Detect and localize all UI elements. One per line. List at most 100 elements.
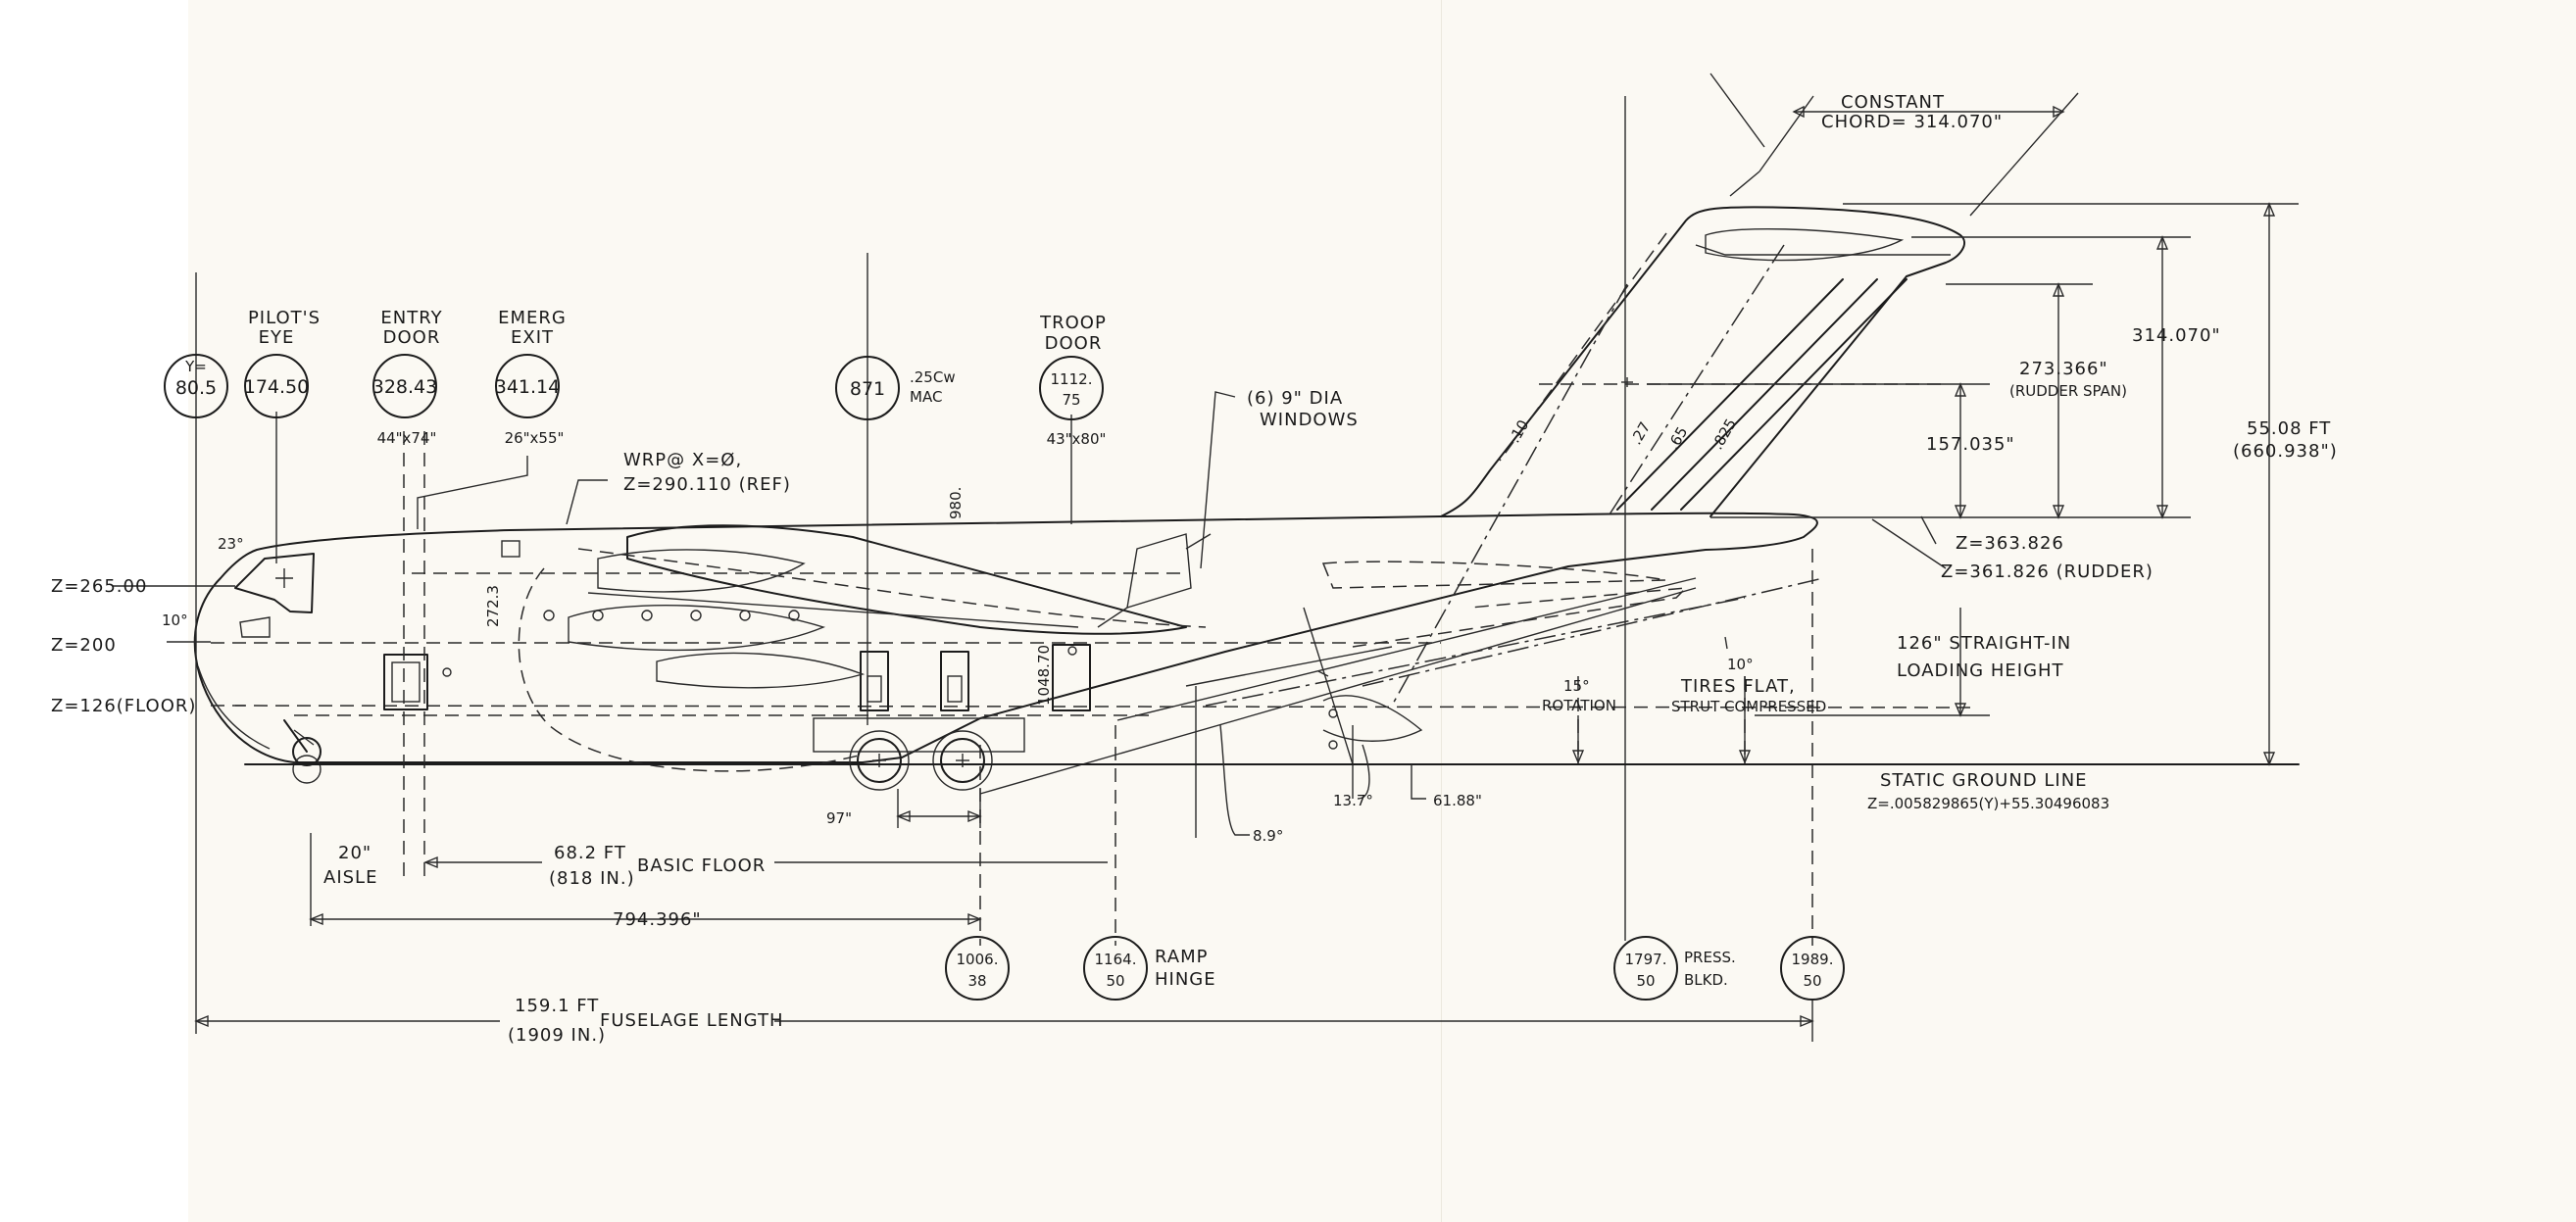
- bubble-troop-door: [1039, 356, 1104, 420]
- bubble-mac: [835, 356, 900, 420]
- height-label-2: (660.938"): [2233, 441, 2338, 462]
- emerg-exit-size: 26"x55": [505, 429, 565, 447]
- rotation-label: ROTATION: [1542, 697, 1616, 714]
- tail-fraction-27: .27: [1627, 418, 1655, 448]
- press-value-2: 50: [1636, 972, 1655, 990]
- fuselage-outline: [193, 512, 1818, 763]
- troop-doors: [501, 540, 1091, 711]
- station-tag-1048: 1048.70: [1035, 645, 1053, 706]
- height-dimensions: [1647, 202, 2299, 766]
- station-bubbles: [164, 354, 1845, 1001]
- z361-label: Z=361.826 (RUDDER): [1941, 562, 2154, 582]
- troop-door-title-1: TROOP: [1039, 313, 1107, 333]
- loading-label-1: 126" STRAIGHT-IN: [1897, 633, 2071, 654]
- entry-door-value: 328.43: [372, 376, 437, 398]
- bubble-pilot-eye: [244, 354, 309, 418]
- troop-door-value-1: 1112.: [1051, 370, 1093, 388]
- floor-dimensions: [194, 789, 1814, 1028]
- windows-label-2: WINDOWS: [1260, 410, 1359, 430]
- station-labels: Y= 80.5 PILOT'S EYE 174.50 ENTRY DOOR 32…: [175, 308, 1834, 990]
- bubble-ramp: [1083, 936, 1148, 1001]
- bubble-gear: [945, 936, 1010, 1001]
- dim-61-88: 61.88": [1433, 792, 1482, 809]
- press-label-2: BLKD.: [1684, 971, 1728, 989]
- ground-line-equation: Z=.005829865(Y)+55.30496083: [1867, 795, 2109, 812]
- horizontal-tail: [1205, 577, 1824, 707]
- bubble-press: [1613, 936, 1678, 1001]
- dim-794-label: 794.396": [613, 909, 702, 930]
- ramp-label-1: RAMP: [1155, 947, 1208, 967]
- z200-label: Z=200: [51, 635, 117, 656]
- nose-angle-23: 23°: [218, 535, 244, 553]
- z265-label: Z=265.00: [51, 576, 147, 597]
- tail-value-1: 1989.: [1792, 951, 1834, 968]
- station-tag-980: 980.: [947, 487, 965, 519]
- fuselage-label-3: FUSELAGE LENGTH: [600, 1010, 784, 1031]
- chord-label-1: CONSTANT: [1841, 92, 1945, 113]
- press-value-1: 1797.: [1625, 951, 1667, 968]
- wrp-label-2: Z=290.110 (REF): [623, 474, 791, 495]
- z363-label: Z=363.826: [1956, 533, 2064, 554]
- paper-fold: [1441, 0, 1442, 1222]
- aft-cargo-ramp: [979, 561, 1697, 795]
- vertical-tail: [1391, 206, 1965, 707]
- tail-fraction-825: .825: [1709, 415, 1740, 453]
- main-landing-gear: [849, 730, 993, 791]
- dim-314-label: 314.070": [2132, 325, 2221, 346]
- height-label-1: 55.08 FT: [2247, 418, 2331, 439]
- dim-273-label-2: (RUDDER SPAN): [2009, 382, 2127, 400]
- pilot-eye-value: 174.50: [244, 376, 309, 398]
- tail-value-2: 50: [1803, 972, 1821, 990]
- emerg-exit-leader: [417, 391, 1236, 569]
- press-label-1: PRESS.: [1684, 949, 1736, 966]
- y-bubble-label-1: Y=: [184, 358, 207, 375]
- floor-label-1: 68.2 FT: [554, 843, 626, 863]
- wing-and-engines: [518, 524, 1212, 772]
- loading-label-2: LOADING HEIGHT: [1897, 660, 2064, 681]
- aisle-width: 20": [338, 843, 372, 863]
- aisle-label: AISLE: [323, 867, 377, 888]
- nose-angle-10: 10°: [162, 611, 188, 629]
- tail-fraction-65: .65: [1664, 423, 1692, 453]
- mac-label-2: MAC: [910, 388, 942, 406]
- tail-bumper-angles: [1219, 724, 1426, 836]
- cargo-floor: [294, 572, 1186, 753]
- station-tag-272: 272.3: [484, 585, 502, 627]
- ramp-value-1: 1164.: [1095, 951, 1137, 968]
- gear-value-1: 1006.: [957, 951, 999, 968]
- rotation-angle: 15°: [1563, 677, 1590, 695]
- dim-157-label: 157.035": [1926, 434, 2015, 455]
- gear-value-2: 38: [967, 972, 986, 990]
- tires-label-2: STRUT COMPRESSED: [1671, 698, 1826, 715]
- ramp-value-2: 50: [1106, 972, 1124, 990]
- troop-door-title-2: DOOR: [1045, 333, 1103, 354]
- cockpit-window: [234, 553, 315, 638]
- z126-label: Z=126(FLOOR): [51, 696, 196, 716]
- reference-lines: [113, 585, 1971, 709]
- fuselage-label-1: 159.1 FT: [515, 996, 599, 1016]
- troop-door-value-2: 75: [1062, 391, 1080, 409]
- entry-door-size: 44"x74": [377, 429, 437, 447]
- chord-leaders: [1709, 73, 2079, 217]
- bubble-y: [164, 354, 228, 418]
- windows-label-1: (6) 9" DIA: [1247, 388, 1343, 409]
- floor-label-3: BASIC FLOOR: [637, 855, 766, 876]
- dim-97: 97": [826, 809, 852, 827]
- floor-label-2: (818 IN.): [549, 868, 635, 889]
- bubble-tail: [1780, 936, 1845, 1001]
- station-lines: [195, 96, 1813, 1042]
- ramp-label-2: HINGE: [1155, 969, 1216, 990]
- emerg-exit-title-2: EXIT: [511, 327, 554, 348]
- fuselage-label-2: (1909 IN.): [508, 1025, 606, 1046]
- annotation-labels: WRP@ X=Ø, Z=290.110 (REF) (6) 9" DIA WIN…: [51, 92, 2338, 1046]
- ground-line-label: STATIC GROUND LINE: [1880, 770, 2088, 791]
- entry-door-title-1: ENTRY: [380, 308, 442, 328]
- tires-label-1: TIRES FLAT,: [1680, 676, 1796, 697]
- tires-angle: 10°: [1727, 656, 1754, 673]
- mac-value: 871: [850, 378, 885, 400]
- rotation-angles: [1571, 636, 1752, 764]
- entry-door-title-2: DOOR: [383, 327, 441, 348]
- angle-8-9: 8.9°: [1253, 827, 1283, 845]
- pilot-eye-title-2: EYE: [259, 327, 295, 348]
